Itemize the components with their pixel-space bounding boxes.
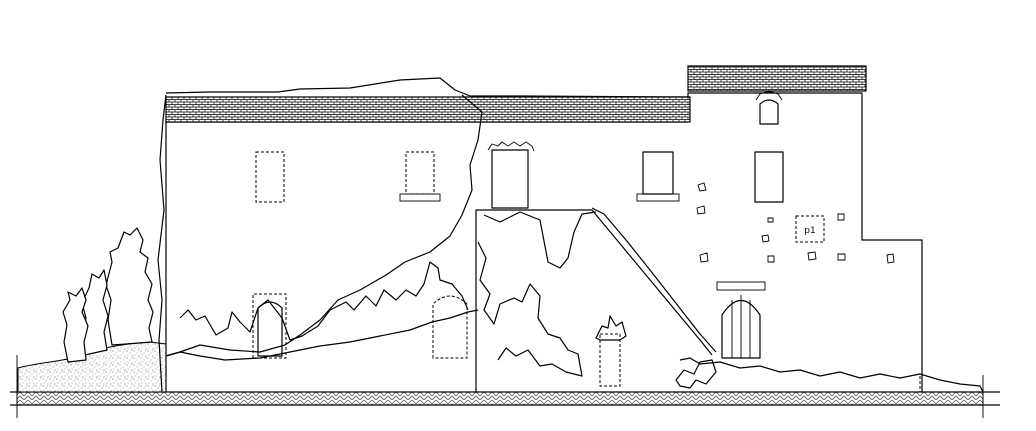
crack-upper	[165, 94, 483, 357]
stone	[767, 217, 774, 223]
tower-roof-tile-hatch	[687, 65, 867, 92]
window-sill-2	[399, 193, 441, 202]
ground-narrow-window	[599, 333, 621, 387]
stone	[837, 213, 845, 221]
plaster-loss-center-lower	[477, 241, 583, 377]
stone	[807, 251, 817, 261]
window-upper-2	[405, 151, 435, 195]
ground-arched-window-center	[432, 295, 468, 359]
rubble-right	[675, 359, 717, 389]
stone	[886, 253, 895, 264]
plaster-loss-center	[483, 211, 597, 269]
tower-window-arch-stones	[755, 91, 783, 101]
ground-narrow-window-rubble	[595, 315, 627, 341]
damage-jagged	[179, 261, 469, 341]
window-upper-5	[754, 151, 784, 203]
cypress-trees	[62, 227, 154, 363]
window-upper-4	[642, 151, 674, 195]
tree-outline	[105, 227, 154, 346]
stone	[696, 205, 706, 215]
tag-p1-box	[795, 215, 825, 243]
stone	[699, 252, 709, 263]
ground-strip	[10, 355, 1000, 418]
ruin-edge-left	[157, 94, 167, 393]
ground-arched-opening-left	[257, 301, 283, 357]
window-upper-3-rubble	[487, 141, 535, 152]
stone	[767, 255, 775, 263]
central-block-outline	[475, 209, 713, 392]
stair-diagonal	[591, 207, 717, 353]
ground-window-left	[252, 293, 287, 359]
tree-outline	[81, 269, 109, 356]
window-upper-3	[491, 149, 529, 209]
stone	[837, 253, 846, 261]
roof-ridge-line	[165, 77, 691, 98]
tag-p1-label: p1	[804, 226, 815, 236]
door-lintel	[716, 281, 766, 291]
tower-arched-window	[759, 99, 779, 125]
window-upper-1	[255, 151, 285, 203]
tree-outline	[62, 287, 89, 363]
ground-herringbone-hatch	[16, 391, 984, 406]
scattered-stones	[696, 182, 895, 264]
roof-tile-hatch	[165, 96, 691, 123]
stone	[697, 182, 707, 192]
window-sill-4	[636, 193, 680, 202]
stone	[761, 234, 770, 243]
damage-left-lower	[165, 309, 479, 361]
arched-door	[721, 299, 761, 359]
damage-right-ground	[679, 357, 984, 393]
